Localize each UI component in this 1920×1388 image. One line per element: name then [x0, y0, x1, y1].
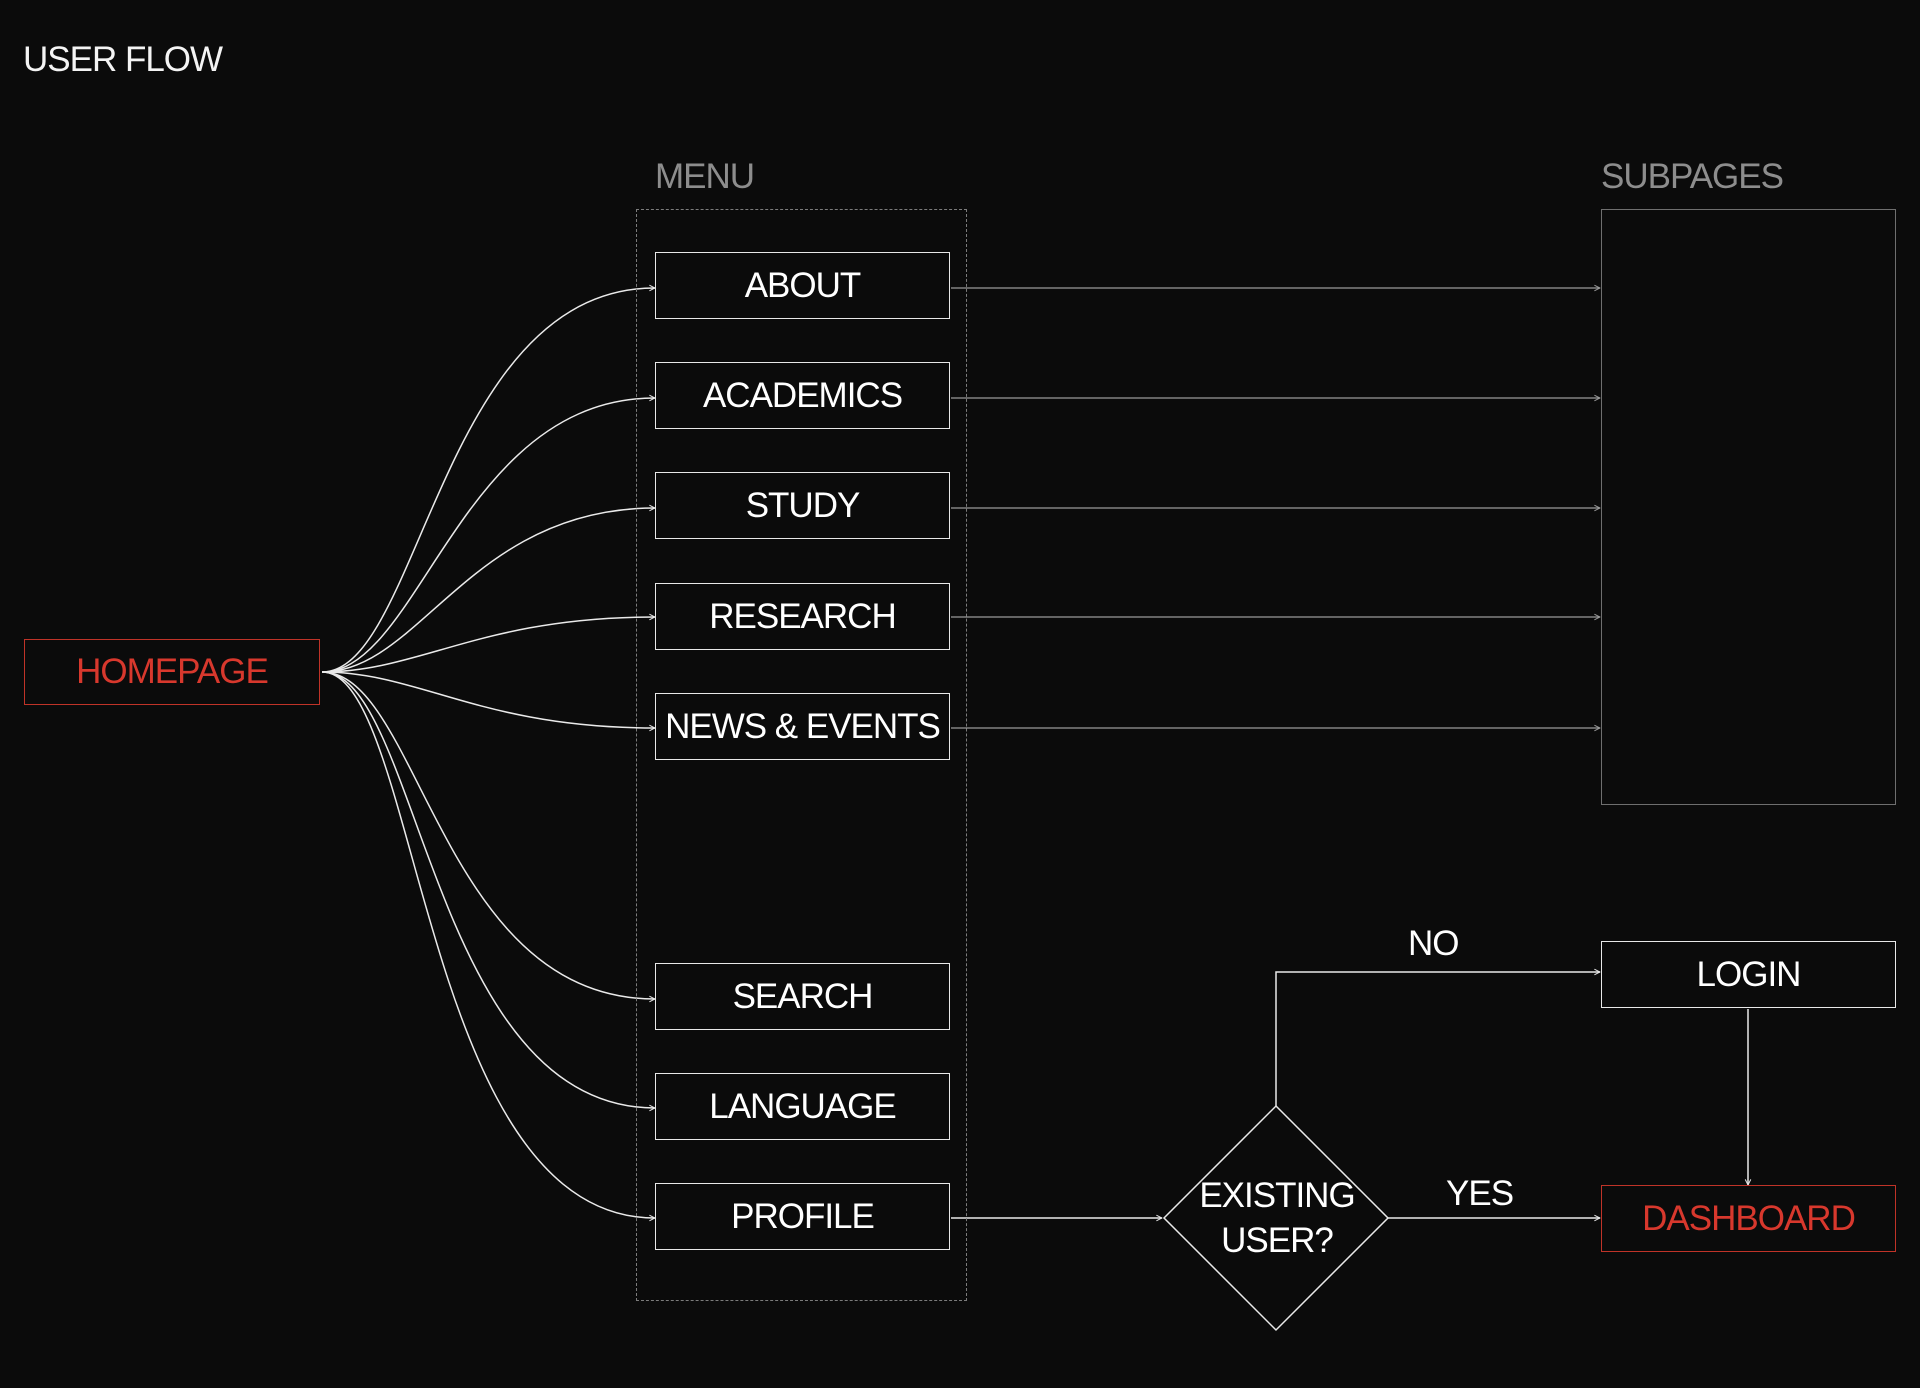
menu-item-news-events: NEWS & EVENTS [655, 693, 950, 760]
subpages-box [1601, 209, 1896, 805]
decision-diamond [1162, 1104, 1390, 1332]
menu-group-frame [636, 209, 967, 1301]
edge-home-academics [321, 398, 655, 673]
edge-decision-no [1275, 972, 1600, 1106]
menu-item-profile: PROFILE [655, 1183, 950, 1250]
edge-home-study [321, 508, 655, 673]
decision-label-line2: USER? [1221, 1221, 1334, 1260]
edge-label-yes: YES [1446, 1174, 1514, 1213]
menu-item-about: ABOUT [655, 252, 950, 319]
page-title: USER FLOW [23, 40, 223, 79]
edge-home-about [321, 288, 655, 673]
decision-label: EXISTING USER? [1174, 1173, 1380, 1263]
edge-home-search [321, 671, 655, 999]
menu-item-search: SEARCH [655, 963, 950, 1030]
edge-home-profile [321, 671, 655, 1218]
menu-item-academics: ACADEMICS [655, 362, 950, 429]
menu-section-label: MENU [655, 157, 755, 196]
menu-item-research: RESEARCH [655, 583, 950, 650]
edge-home-news [321, 671, 655, 728]
dashboard-node: DASHBOARD [1601, 1185, 1896, 1252]
edge-home-language [321, 671, 655, 1108]
edge-label-no: NO [1408, 924, 1459, 963]
edge-home-research [321, 617, 655, 673]
login-node: LOGIN [1601, 941, 1896, 1008]
decision-label-line1: EXISTING [1199, 1176, 1355, 1215]
subpages-section-label: SUBPAGES [1601, 157, 1784, 196]
homepage-node: HOMEPAGE [24, 639, 320, 705]
menu-item-language: LANGUAGE [655, 1073, 950, 1140]
menu-item-study: STUDY [655, 472, 950, 539]
